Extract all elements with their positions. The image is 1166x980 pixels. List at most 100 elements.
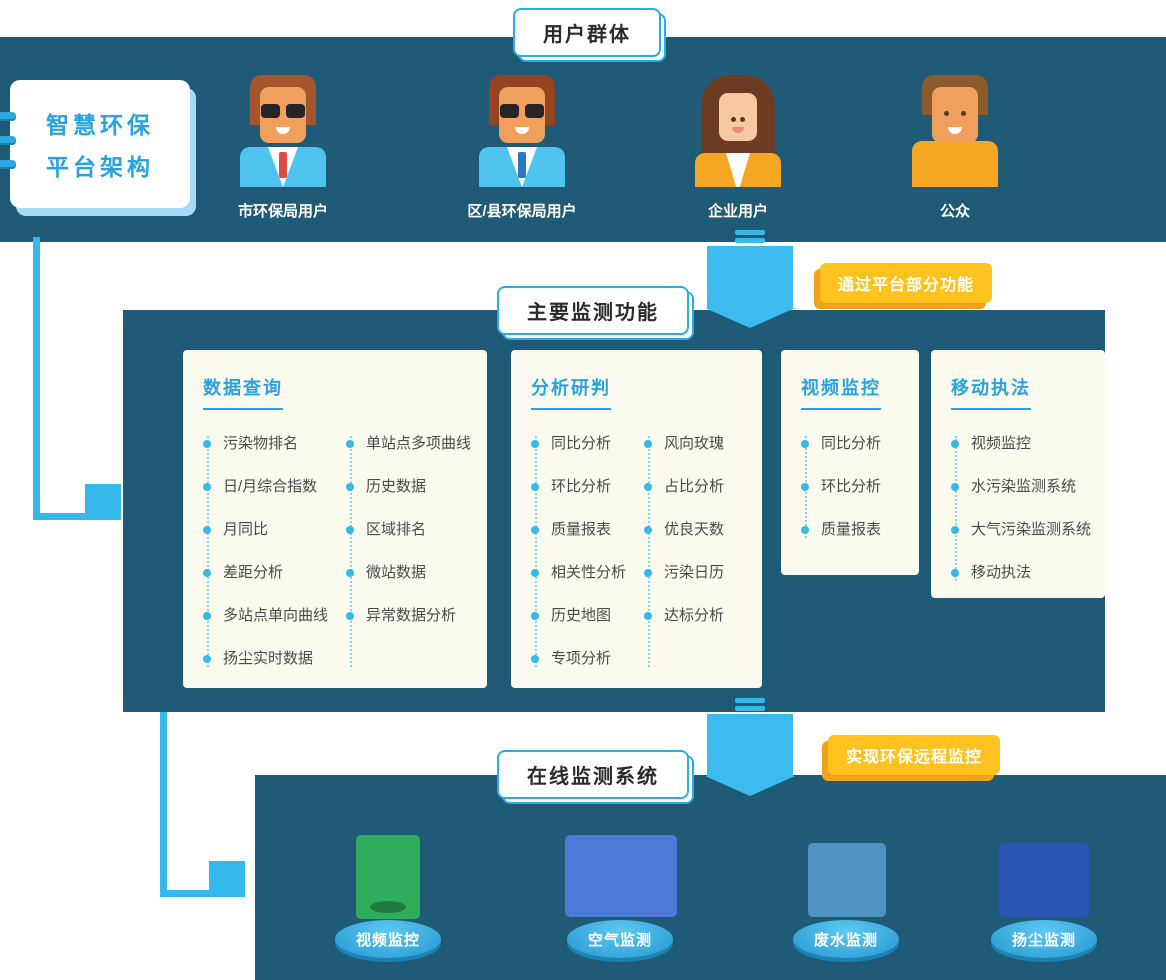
list-item: 移动执法 bbox=[957, 565, 1091, 581]
binder-ring-icon bbox=[0, 112, 16, 121]
connector-line-left-2 bbox=[160, 712, 167, 897]
face-icon bbox=[719, 93, 757, 141]
glasses-icon bbox=[500, 104, 544, 119]
arrow-stem bbox=[707, 714, 793, 776]
card-title: 数据查询 bbox=[203, 374, 283, 410]
down-arrow-icon-1 bbox=[705, 230, 795, 328]
glasses-icon bbox=[261, 104, 305, 119]
card-title: 视频监控 bbox=[801, 374, 881, 410]
section-title-functions: 主要监测功能 bbox=[497, 286, 689, 335]
face-icon bbox=[932, 87, 978, 143]
system-label-water: 废水监测 bbox=[793, 920, 899, 958]
tie-icon bbox=[279, 152, 287, 178]
arrow-tick bbox=[735, 238, 765, 243]
section-title-users: 用户群体 bbox=[513, 8, 661, 57]
body-icon bbox=[479, 147, 565, 187]
arrow-head bbox=[705, 776, 795, 796]
system-label-video: 视频监控 bbox=[335, 920, 441, 958]
list-item: 月同比 bbox=[209, 522, 328, 538]
platform-logo-card: 智慧环保 平台架构 bbox=[0, 80, 190, 208]
list-item: 环比分析 bbox=[537, 479, 626, 495]
list-item: 同比分析 bbox=[537, 436, 626, 452]
list-item: 大气污染监测系统 bbox=[957, 522, 1091, 538]
arrow-head bbox=[705, 308, 795, 328]
user-label-public: 公众 bbox=[939, 203, 970, 220]
item-list: 视频监控 水污染监测系统 大气污染监测系统 移动执法 bbox=[955, 436, 1091, 581]
list-item: 历史数据 bbox=[352, 479, 471, 495]
list-item: 质量报表 bbox=[537, 522, 626, 538]
section-title-systems: 在线监测系统 bbox=[497, 750, 689, 799]
logo-line-1: 智慧环保 bbox=[46, 112, 154, 138]
flag-platform-functions: 通过平台部分功能 bbox=[820, 263, 993, 303]
wastewater-monitor-device-icon bbox=[808, 843, 886, 917]
card-title: 分析研判 bbox=[531, 374, 611, 410]
body-icon bbox=[912, 141, 998, 187]
card-analysis: 分析研判 同比分析 环比分析 质量报表 相关性分析 历史地图 专项分析 风向玫瑰… bbox=[511, 350, 762, 688]
card-mobile-enforcement: 移动执法 视频监控 水污染监测系统 大气污染监测系统 移动执法 bbox=[931, 350, 1105, 598]
list-item: 异常数据分析 bbox=[352, 608, 471, 624]
item-list: 风向玫瑰 占比分析 优良天数 污染日历 达标分析 bbox=[648, 436, 724, 667]
list-item: 占比分析 bbox=[650, 479, 724, 495]
list-item: 同比分析 bbox=[807, 436, 881, 452]
list-item: 多站点单向曲线 bbox=[209, 608, 328, 624]
body-icon bbox=[695, 153, 781, 187]
connector-elbow-2 bbox=[160, 890, 216, 897]
flag-remote-monitoring: 实现环保远程监控 bbox=[828, 735, 1001, 775]
user-label-district-epa: 区/县环保局用户 bbox=[467, 203, 577, 220]
avatar-city-epa-user bbox=[240, 75, 326, 187]
item-list: 同比分析 环比分析 质量报表 bbox=[805, 436, 881, 538]
user-label-city-epa: 市环保局用户 bbox=[237, 203, 328, 220]
avatar-district-epa-user bbox=[479, 75, 565, 187]
video-monitor-device-icon bbox=[356, 835, 420, 919]
card-title: 移动执法 bbox=[951, 374, 1031, 410]
list-item: 扬尘实时数据 bbox=[209, 651, 328, 667]
connector-node-2 bbox=[209, 861, 245, 897]
arrow-tick bbox=[735, 230, 765, 235]
list-item: 日/月综合指数 bbox=[209, 479, 328, 495]
system-label-dust: 扬尘监测 bbox=[991, 920, 1097, 958]
list-item: 质量报表 bbox=[807, 522, 881, 538]
list-item: 水污染监测系统 bbox=[957, 479, 1091, 495]
arrow-tick bbox=[735, 698, 765, 703]
shirt-icon bbox=[726, 153, 750, 187]
avatar-enterprise-user bbox=[695, 75, 781, 187]
avatar-public-user bbox=[912, 75, 998, 187]
card-video-monitoring: 视频监控 同比分析 环比分析 质量报表 bbox=[781, 350, 919, 575]
binder-ring-icon bbox=[0, 160, 16, 169]
list-item: 差距分析 bbox=[209, 565, 328, 581]
list-item: 污染物排名 bbox=[209, 436, 328, 452]
connector-node-1 bbox=[85, 484, 121, 520]
system-label-air: 空气监测 bbox=[567, 920, 673, 958]
face-icon bbox=[260, 87, 306, 143]
list-item: 相关性分析 bbox=[537, 565, 626, 581]
eyes-icon bbox=[938, 111, 972, 116]
list-item: 微站数据 bbox=[352, 565, 471, 581]
smile-icon bbox=[515, 127, 529, 134]
smile-icon bbox=[276, 127, 290, 134]
list-item: 达标分析 bbox=[650, 608, 724, 624]
card-data-query: 数据查询 污染物排名 日/月综合指数 月同比 差距分析 多站点单向曲线 扬尘实时… bbox=[183, 350, 487, 688]
list-item: 优良天数 bbox=[650, 522, 724, 538]
user-label-enterprise: 企业用户 bbox=[707, 203, 768, 220]
list-item: 历史地图 bbox=[537, 608, 626, 624]
connector-line-left-1 bbox=[33, 237, 40, 520]
item-list: 同比分析 环比分析 质量报表 相关性分析 历史地图 专项分析 bbox=[535, 436, 626, 667]
list-item: 视频监控 bbox=[957, 436, 1091, 452]
arrow-tick bbox=[735, 706, 765, 711]
smile-icon bbox=[948, 127, 962, 134]
list-item: 风向玫瑰 bbox=[650, 436, 724, 452]
binder-ring-icon bbox=[0, 136, 16, 145]
list-item: 区域排名 bbox=[352, 522, 471, 538]
logo-line-2: 平台架构 bbox=[46, 154, 154, 180]
tie-icon bbox=[518, 152, 526, 178]
air-monitor-device-icon bbox=[565, 835, 677, 917]
list-item: 污染日历 bbox=[650, 565, 724, 581]
down-arrow-icon-2 bbox=[705, 698, 795, 796]
item-list: 单站点多项曲线 历史数据 区域排名 微站数据 异常数据分析 bbox=[350, 436, 471, 667]
dust-monitor-device-icon bbox=[999, 843, 1089, 917]
face-icon bbox=[499, 87, 545, 143]
eyes-icon bbox=[725, 117, 751, 122]
body-icon bbox=[240, 147, 326, 187]
arrow-stem bbox=[707, 246, 793, 308]
